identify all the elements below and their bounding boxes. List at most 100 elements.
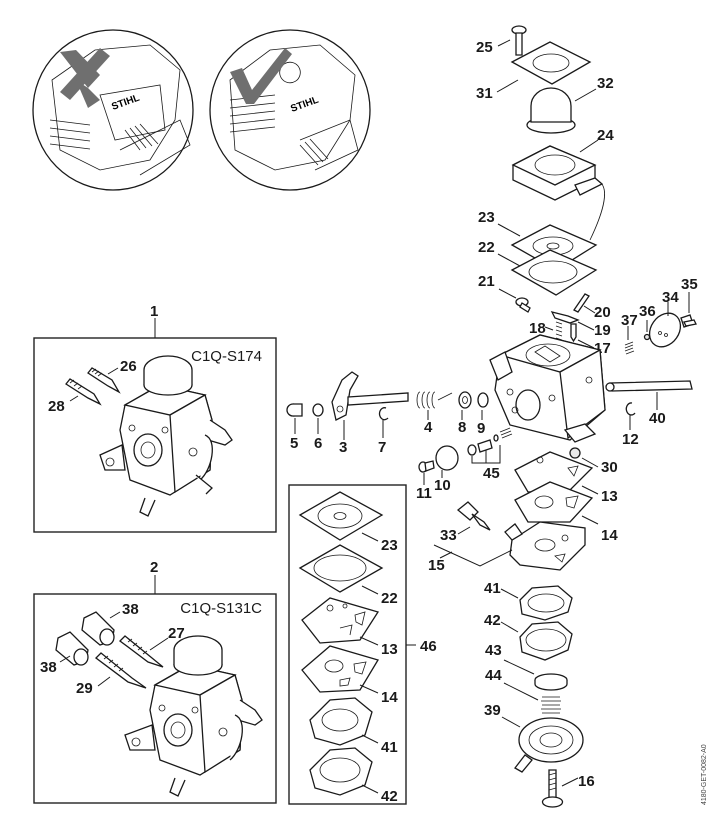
callout-44[interactable]: 44 — [485, 667, 502, 684]
callout-8[interactable]: 8 — [458, 419, 466, 436]
drawing-reference-code: 4180-GET-0082-A0 — [701, 744, 708, 805]
callout-24[interactable]: 24 — [597, 127, 614, 144]
kit-callout-13[interactable]: 13 — [381, 641, 398, 658]
inlet-needle-17 — [570, 323, 577, 343]
adjusting-screw-27 — [119, 635, 164, 668]
callout-27[interactable]: 27 — [168, 625, 185, 642]
callout-39[interactable]: 39 — [484, 702, 501, 719]
throttle-valve-10 — [435, 445, 459, 471]
kit-1-group: 1 C1Q-S174 26 28 — [33, 303, 277, 533]
callout-34[interactable]: 34 — [662, 289, 679, 306]
callout-31[interactable]: 31 — [476, 85, 493, 102]
callout-26[interactable]: 26 — [120, 358, 137, 375]
carburetor-kit-2 — [124, 635, 263, 797]
callout-33[interactable]: 33 — [440, 527, 457, 544]
valve-disc-43 — [534, 673, 568, 691]
callout-30[interactable]: 30 — [601, 459, 618, 476]
choke-shaft-40 — [605, 380, 693, 392]
callout-15[interactable]: 15 — [428, 557, 445, 574]
o-ring-9 — [477, 392, 489, 408]
callout-38-lower[interactable]: 38 — [40, 659, 57, 676]
screw-11 — [418, 460, 435, 473]
kit-callout-23[interactable]: 23 — [381, 537, 398, 554]
kit-gasket-42 — [309, 747, 373, 796]
callout-25[interactable]: 25 — [476, 39, 493, 56]
callout-19[interactable]: 19 — [594, 322, 611, 339]
kit-callout-42[interactable]: 42 — [381, 788, 398, 805]
callout-45[interactable]: 45 — [483, 465, 500, 482]
spring-4 — [416, 391, 453, 409]
callout-32[interactable]: 32 — [597, 75, 614, 92]
callout-10[interactable]: 10 — [434, 477, 451, 494]
callout-20[interactable]: 20 — [594, 304, 611, 321]
callout-16[interactable]: 16 — [578, 773, 595, 790]
valve-parts-45 — [467, 427, 513, 456]
gasket-13 — [514, 451, 594, 493]
check-mark-icon — [230, 48, 292, 104]
spring-18 — [555, 321, 563, 341]
pump-gasket-22 — [510, 249, 598, 296]
gasket-14 — [514, 481, 594, 523]
spring-37 — [624, 341, 635, 355]
kit-callout-41[interactable]: 41 — [381, 739, 398, 756]
throttle-shaft-3 — [331, 371, 409, 421]
primer-bulb-32 — [526, 87, 576, 134]
callout-29[interactable]: 29 — [76, 680, 93, 697]
gasket-42 — [519, 621, 573, 661]
callout-41[interactable]: 41 — [484, 580, 501, 597]
callout-35[interactable]: 35 — [681, 276, 698, 293]
kit-gasket-23 — [298, 491, 384, 541]
callout-4[interactable]: 4 — [424, 419, 433, 436]
kit-46-group: 46 23 22 13 14 — [288, 484, 437, 805]
kit-gasket-13 — [301, 597, 380, 644]
cover-plate-31 — [510, 41, 592, 85]
callout-36[interactable]: 36 — [639, 303, 656, 320]
kit-2-model: C1Q-S131C — [180, 600, 262, 617]
callout-2[interactable]: 2 — [150, 559, 158, 576]
washer-8 — [458, 391, 472, 409]
inlet-lever-19 — [550, 311, 580, 324]
callout-38-upper[interactable]: 38 — [122, 601, 139, 618]
callout-46[interactable]: 46 — [420, 638, 437, 655]
callout-9[interactable]: 9 — [477, 420, 485, 437]
callout-22[interactable]: 22 — [478, 239, 495, 256]
callout-6[interactable]: 6 — [314, 435, 322, 452]
screw-35 — [680, 314, 697, 328]
callout-18[interactable]: 18 — [529, 320, 546, 337]
limiter-cap-38-upper — [81, 611, 115, 646]
kit-diaphragm-41 — [309, 697, 373, 746]
callout-21[interactable]: 21 — [478, 273, 495, 290]
callout-14[interactable]: 14 — [601, 527, 618, 544]
kit-2-group: 2 C1Q-S131C 38 38 27 29 — [33, 559, 277, 804]
spring-44 — [541, 696, 561, 714]
callout-23[interactable]: 23 — [478, 209, 495, 226]
correct-position-illustration: STIHL — [209, 29, 371, 191]
callout-28[interactable]: 28 — [48, 398, 65, 415]
callout-1[interactable]: 1 — [150, 303, 158, 320]
adjusting-screw-26 — [87, 367, 121, 394]
callout-40[interactable]: 40 — [649, 410, 666, 427]
callout-13[interactable]: 13 — [601, 488, 618, 505]
carburetor-kit-1 — [99, 355, 233, 517]
callout-37[interactable]: 37 — [621, 312, 638, 329]
callout-5[interactable]: 5 — [290, 435, 298, 452]
callout-43[interactable]: 43 — [485, 642, 502, 659]
callout-11[interactable]: 11 — [416, 485, 432, 502]
adjusting-screw-33 — [456, 501, 491, 531]
kit-1-box — [33, 337, 277, 533]
kit-callout-22[interactable]: 22 — [381, 590, 398, 607]
kit-callout-14[interactable]: 14 — [381, 689, 398, 706]
plate-34 — [648, 312, 682, 348]
callout-42[interactable]: 42 — [484, 612, 501, 629]
incorrect-position-illustration: STIHL — [32, 29, 194, 191]
callout-3[interactable]: 3 — [339, 439, 347, 456]
callout-12[interactable]: 12 — [622, 431, 639, 448]
carburetor-body — [489, 334, 606, 443]
screw-25 — [511, 25, 527, 56]
metering-body-15 — [504, 521, 586, 571]
fuel-screen-30 — [569, 447, 581, 459]
adjusting-screw-29 — [95, 652, 147, 689]
callout-7[interactable]: 7 — [378, 439, 386, 456]
metering-diaphragm-41 — [519, 585, 573, 621]
